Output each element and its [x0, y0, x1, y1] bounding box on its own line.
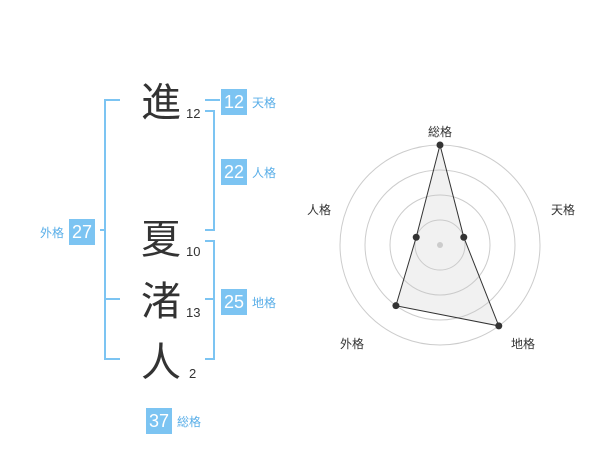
name-char-3: 渚 [141, 279, 181, 325]
radar-axis-label-0: 総格 [428, 125, 453, 139]
soukaku-label: 総格 [177, 414, 202, 429]
gaikaku-badge: 外格 27 [40, 219, 96, 245]
stroke-count-1: 12 [186, 106, 201, 121]
radar-point-4 [412, 233, 420, 241]
radar-axis-label-3: 外格 [340, 337, 365, 351]
chikaku-bracket [205, 240, 215, 360]
jinkaku-badge: 22 人格 [221, 159, 276, 185]
name-char-4: 人 [141, 340, 181, 386]
radar-grid-ring [414, 219, 466, 271]
radar-axis-label-2: 地格 [511, 337, 536, 351]
radar-axis-label-4: 人格 [307, 203, 332, 217]
chikaku-label: 地格 [252, 295, 277, 310]
stroke-count-2: 10 [186, 244, 201, 259]
gaikaku-value: 27 [69, 219, 96, 245]
jinkaku-value: 22 [221, 159, 248, 185]
name-char-1: 進 [141, 80, 181, 126]
jinkaku-bracket [205, 110, 215, 231]
tenkaku-label: 天格 [252, 95, 277, 110]
radar-point-3 [392, 302, 400, 310]
radar-point-1 [460, 233, 468, 241]
radar-point-2 [495, 322, 503, 330]
gaikaku-label: 外格 [40, 225, 65, 240]
name-char-2: 夏 [141, 217, 181, 263]
radar-grid-ring [389, 194, 491, 296]
chikaku-badge: 25 地格 [221, 289, 276, 315]
radar-axis-label-1: 天格 [551, 203, 576, 217]
radar-center-dot [437, 242, 443, 248]
radar-grid-ring [364, 169, 516, 321]
stroke-count-4: 2 [189, 366, 197, 381]
chikaku-value: 25 [221, 289, 248, 315]
jinkaku-label: 人格 [252, 165, 277, 180]
soukaku-badge: 37 総格 [146, 408, 201, 434]
radar-point-0 [436, 141, 444, 149]
gaikaku-bracket [100, 99, 120, 360]
radar-series-area [395, 144, 500, 327]
stroke-count-3: 13 [186, 305, 201, 320]
soukaku-value: 37 [146, 408, 173, 434]
tenkaku-badge: 12 天格 [221, 89, 276, 115]
tenkaku-value: 12 [221, 89, 248, 115]
